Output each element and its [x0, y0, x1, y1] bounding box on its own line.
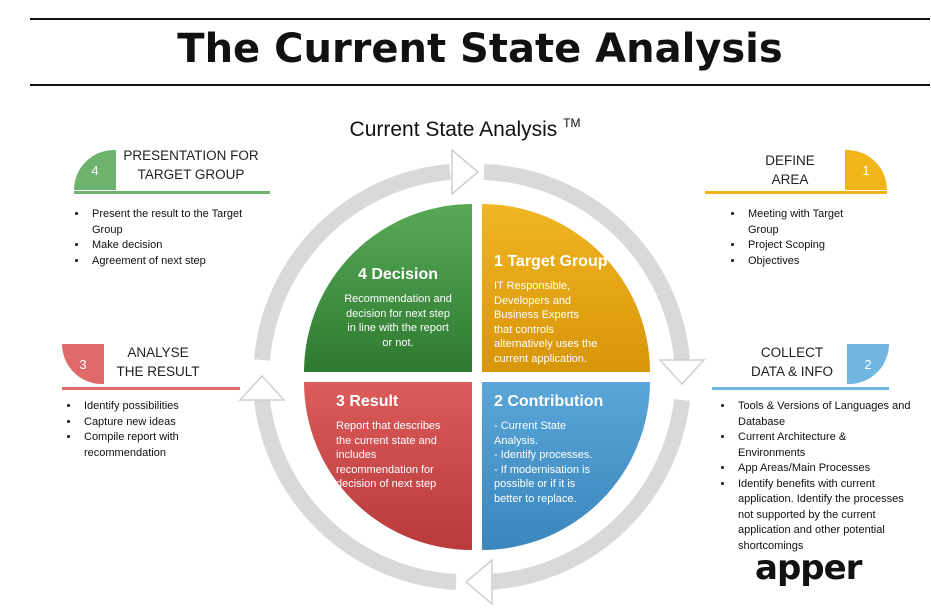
quadrant-result-body: Report that describes the current state …: [336, 420, 441, 490]
quadrant-target-body: IT Responsible, Developers and Business …: [494, 280, 598, 365]
quadrant-contribution: 2 Contribution - Current State Analysis.…: [494, 393, 634, 506]
list-item: Capture new ideas: [80, 415, 230, 431]
list-item: Meeting with Target Group: [744, 207, 874, 238]
step-analyse-list: Identify possibilities Capture new ideas…: [64, 399, 230, 461]
quadrant-decision-body: Recommendation and decision for next ste…: [344, 293, 452, 349]
page-title: The Current State Analysis: [177, 26, 783, 72]
ring-arc-bottom-left: [254, 399, 457, 590]
list-item: Present the result to the Target Group: [88, 207, 248, 238]
step-define-rule: [705, 191, 887, 194]
quadrant-decision-shape: [304, 204, 472, 372]
step-presentation-heading: PRESENTATION FOR TARGET GROUP: [123, 148, 259, 182]
list-item: Compile report with recommendation: [80, 430, 230, 461]
quadrant-target-shape: [482, 204, 650, 372]
list-item: Agreement of next step: [88, 254, 248, 270]
quadrant-result-shape: [304, 382, 472, 550]
list-item: Identify possibilities: [80, 399, 230, 415]
quadrant-target-title: 1 Target Group: [494, 253, 608, 270]
step-define-list: Meeting with Target Group Project Scopin…: [728, 207, 874, 269]
ring-arc-top-left: [254, 164, 451, 361]
list-item: Identify benefits with current applicati…: [734, 477, 916, 555]
subtitle-text: Current State Analysis: [349, 118, 558, 141]
title-bar: The Current State Analysis: [30, 18, 930, 86]
ring-arrowheads: [238, 148, 706, 606]
step-collect-rule: [712, 387, 889, 390]
quadrant-target: 1 Target Group IT Responsible, Developer…: [494, 253, 644, 366]
trademark-mark: TM: [563, 116, 581, 130]
list-item: Objectives: [744, 254, 874, 270]
quadrant-decision-title: 4 Decision: [357, 266, 439, 283]
ring-arc-bottom-right: [487, 399, 690, 590]
step-collect-list: Tools & Versions of Languages and Databa…: [718, 399, 916, 554]
arrowhead-bottom: [464, 558, 493, 606]
list-item: Current Architecture & Environments: [734, 430, 916, 461]
step-collect-heading: COLLECT DATA & INFO: [750, 345, 833, 379]
arrowhead-top: [451, 148, 480, 196]
quadrant-contribution-body: - Current State Analysis. - Identify pro…: [494, 420, 593, 505]
quadrant-result-title: 3 Result: [336, 393, 399, 410]
quadrant-contribution-shape: [482, 382, 650, 550]
list-item: Project Scoping: [744, 238, 874, 254]
step-analyse-rule: [62, 387, 240, 390]
list-item: App Areas/Main Processes: [734, 461, 916, 477]
quadrant-result: 3 Result Report that describes the curre…: [336, 393, 464, 492]
step-presentation-list: Present the result to the Target Group M…: [72, 207, 248, 269]
quadrant-contribution-title: 2 Contribution: [494, 393, 604, 410]
ring-arc-top-right: [483, 164, 690, 361]
diagram-subtitle: Current State Analysis TM: [320, 116, 610, 142]
quadrant-decision: 4 Decision Recommendation and decision f…: [332, 266, 464, 350]
list-item: Make decision: [88, 238, 248, 254]
step-define-heading: DEFINE AREA: [765, 153, 815, 187]
cycle-ring: [254, 164, 690, 590]
arrowhead-right: [658, 359, 706, 386]
apper-logo: apper: [755, 548, 862, 588]
step-presentation-rule: [74, 191, 270, 194]
step-analyse-heading: ANALYSE THE RESULT: [116, 345, 200, 379]
list-item: Tools & Versions of Languages and Databa…: [734, 399, 916, 430]
arrowhead-left: [238, 374, 286, 401]
